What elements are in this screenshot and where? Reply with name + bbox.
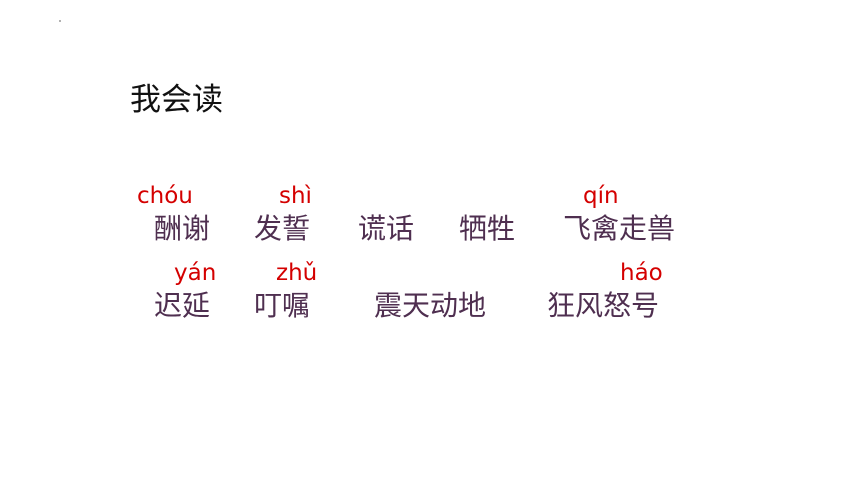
pinyin-chou: chóu [137,183,193,209]
word-choux ie: 酬谢 [154,212,211,245]
pinyin-hao: háo [620,260,663,286]
corner-dot [59,20,61,22]
page-title: 我会读 [130,82,223,118]
word-feiqinzoushou: 飞禽走兽 [563,212,676,245]
pinyin-zhu: zhǔ [276,260,318,286]
pinyin-shi: shì [279,183,312,209]
word-chiyan: 迟延 [154,289,211,322]
word-dingzhu: 叮嘱 [254,289,311,322]
word-zhentiandongdi: 震天动地 [374,289,487,322]
pinyin-yan: yán [174,260,217,286]
word-kuangfengnuhao: 狂风怒号 [547,289,660,322]
word-huanghua: 谎话 [358,212,415,245]
word-fashi: 发誓 [254,212,311,245]
word-xisheng: 牺牲 [459,212,516,245]
pinyin-qin: qín [583,183,619,209]
